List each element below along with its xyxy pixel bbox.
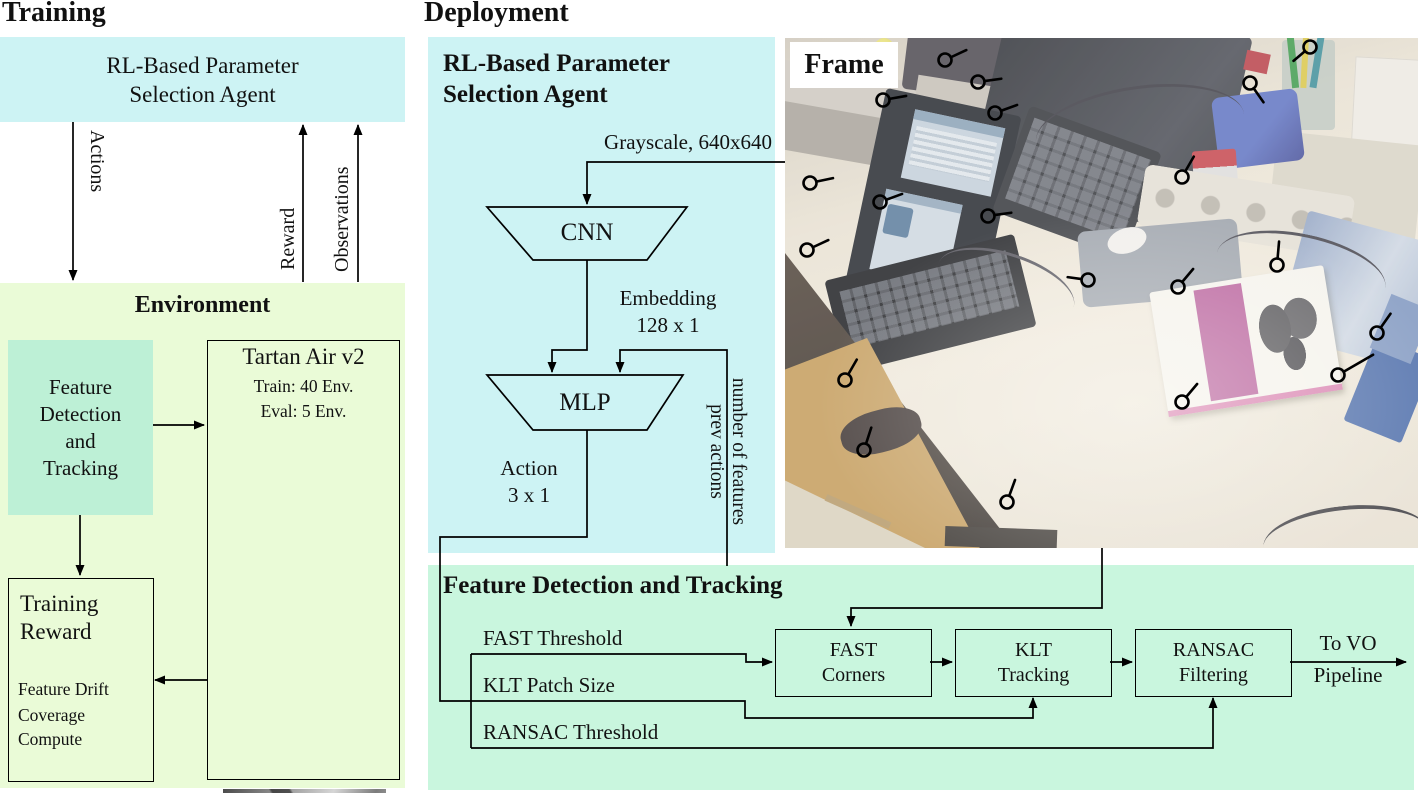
reward-title-line2: Reward bbox=[20, 619, 92, 644]
photo-wash-overlay bbox=[785, 38, 1418, 548]
training-heading: Training bbox=[2, 0, 106, 28]
cnn-label: CNN bbox=[560, 219, 614, 246]
actions-arrow-label: Actions bbox=[86, 130, 108, 193]
obs-line2: prev actions bbox=[706, 404, 727, 499]
environment-heading: Environment bbox=[134, 292, 271, 318]
embedding-line1: Embedding bbox=[619, 286, 717, 310]
fast-corners-box: FAST Corners bbox=[775, 629, 932, 697]
deployment-fdt-heading: Feature Detection and Tracking bbox=[443, 572, 783, 599]
reward-item-coverage: Coverage bbox=[18, 705, 86, 725]
fdt-line4: Tracking bbox=[42, 455, 119, 480]
tartan-train-count: Train: 40 Env. bbox=[253, 376, 354, 396]
deployment-agent-title: RL-Based Parameter Selection Agent bbox=[443, 48, 763, 110]
training-agent-box: RL-Based Parameter Selection Agent bbox=[0, 37, 405, 122]
vo-output-line2: Pipeline bbox=[1313, 663, 1383, 687]
fast-corners-line1: FAST bbox=[829, 639, 878, 661]
tartan-air-box bbox=[207, 340, 400, 793]
fast-corners-line2: Corners bbox=[821, 664, 886, 686]
reward-arrow-label: Reward bbox=[277, 207, 299, 270]
observation-inputs-label: number of features prev actions bbox=[705, 350, 749, 553]
embedding-label: Embedding 128 x 1 bbox=[588, 285, 748, 339]
klt-tracking-box: KLT Tracking bbox=[955, 629, 1112, 697]
klt-tracking-line1: KLT bbox=[1014, 639, 1053, 661]
vo-output-line1: To VO bbox=[1319, 631, 1377, 655]
tartan-sample-image-1 bbox=[223, 789, 386, 793]
reward-item-drift: Feature Drift bbox=[18, 679, 109, 699]
fdt-line3: and bbox=[65, 428, 96, 453]
deployment-agent-title-line1: RL-Based Parameter bbox=[443, 50, 671, 77]
action-output-label: Action 3 x 1 bbox=[464, 455, 594, 509]
action-line1: Action bbox=[500, 456, 558, 480]
klt-tracking-line2: Tracking bbox=[997, 664, 1070, 686]
observations-arrow-label: Observations bbox=[331, 166, 353, 272]
mlp-label: MLP bbox=[559, 389, 611, 416]
deployment-heading: Deployment bbox=[424, 0, 569, 28]
ransac-filtering-line2: Filtering bbox=[1179, 664, 1248, 686]
tartan-eval-count: Eval: 5 Env. bbox=[260, 401, 347, 421]
reward-item-compute: Compute bbox=[18, 729, 83, 749]
ransac-filtering-box: RANSAC Filtering bbox=[1135, 629, 1292, 697]
embedding-line2: 128 x 1 bbox=[636, 313, 700, 337]
fast-threshold-label: FAST Threshold bbox=[483, 626, 623, 650]
grayscale-input-label: Grayscale, 640x640 bbox=[604, 130, 772, 154]
training-reward-box bbox=[8, 578, 154, 782]
training-agent-line1: RL-Based Parameter bbox=[106, 52, 299, 78]
klt-patch-size-label: KLT Patch Size bbox=[483, 673, 615, 697]
action-line2: 3 x 1 bbox=[508, 483, 550, 507]
fdt-line2: Detection bbox=[39, 401, 122, 426]
training-feature-detection-box: Feature Detection and Tracking bbox=[8, 340, 153, 515]
deployment-agent-title-line2: Selection Agent bbox=[443, 81, 608, 108]
reward-title-line1: Training bbox=[20, 591, 99, 616]
obs-line1: number of features bbox=[728, 377, 749, 526]
fdt-line1: Feature bbox=[49, 374, 112, 399]
ransac-filtering-line1: RANSAC bbox=[1172, 639, 1255, 661]
camera-frame-photo bbox=[785, 38, 1418, 548]
tartan-title: Tartan Air v2 bbox=[242, 344, 365, 369]
frame-label: Frame bbox=[790, 42, 898, 88]
training-agent-line2: Selection Agent bbox=[129, 81, 276, 107]
ransac-threshold-label: RANSAC Threshold bbox=[483, 720, 659, 744]
